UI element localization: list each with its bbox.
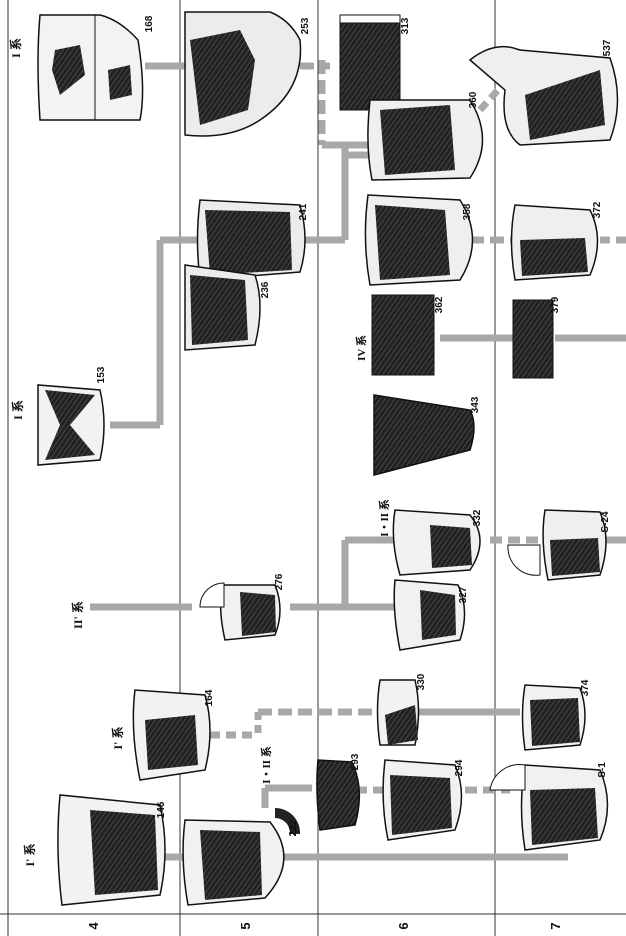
- vessel-outline: [372, 295, 434, 375]
- series-label: I・II 系: [377, 499, 391, 537]
- vessel-number: 372: [592, 201, 603, 218]
- series-label: I 系: [8, 38, 23, 58]
- vessel-294: 294: [383, 759, 465, 840]
- series-label: I' 系: [22, 843, 37, 866]
- vessel-decoration: [90, 810, 158, 895]
- vessel-decoration: [420, 590, 456, 640]
- vessel-253: 253: [185, 12, 311, 136]
- vessel-number: 168: [144, 15, 155, 32]
- vessel-343: 343: [374, 395, 481, 475]
- vessel-number: 374: [580, 679, 591, 696]
- vessel-358: 358: [365, 195, 473, 285]
- vessel-313: 313: [340, 15, 411, 110]
- vessel-sherd: [508, 545, 540, 575]
- vessel-372: 372: [512, 201, 604, 280]
- vessel-decoration: [375, 205, 450, 280]
- vessel-327: 327: [394, 580, 469, 650]
- vessel-outline: [513, 300, 553, 378]
- vessel-number: 360: [468, 91, 479, 108]
- vessel-276: 276: [200, 573, 285, 640]
- vessel-146: 146: [58, 795, 167, 905]
- vessel-332: 332: [393, 509, 483, 575]
- vessel-decoration: [530, 698, 580, 746]
- vessel-decoration: [240, 592, 276, 636]
- vessel-decoration: [390, 775, 452, 835]
- phase-labels: 4 5 6 7: [86, 922, 563, 930]
- vessel-number: 343: [470, 396, 481, 413]
- vessel-number: 146: [156, 801, 167, 818]
- vessel-decoration: [145, 715, 198, 770]
- vessel-374: 374: [523, 679, 592, 750]
- vessel-sherd: [200, 583, 224, 607]
- series-label: I' 系: [110, 726, 125, 749]
- vessel-241: 241: [198, 200, 310, 280]
- vessel-decoration: [530, 788, 598, 845]
- phase-label-7: 7: [548, 922, 563, 929]
- vessel-number: 293: [350, 753, 361, 770]
- vessel-number: 241: [298, 203, 309, 220]
- vessel-number: 294: [454, 759, 465, 776]
- vessel-293: 293: [317, 753, 361, 830]
- vessel-379: 379: [513, 296, 561, 378]
- vessel-number: 362: [434, 296, 445, 313]
- vessel-number: 379: [550, 296, 561, 313]
- vessel-decoration: [550, 538, 600, 576]
- series-label: I 系: [10, 400, 25, 420]
- vessel-number: 327: [458, 586, 469, 603]
- vessel-decoration: [190, 275, 248, 345]
- phase-label-4: 4: [86, 922, 101, 930]
- series-label: IV 系: [354, 335, 368, 361]
- vessel-number: 253: [300, 17, 311, 34]
- phase-label-5: 5: [238, 922, 253, 929]
- vessel-236: 236: [185, 265, 271, 350]
- vessel-decoration: [380, 105, 455, 175]
- vessel-decoration: [520, 238, 588, 276]
- vessel-number: 332: [472, 509, 483, 526]
- vessel-S24: S-24: [508, 510, 611, 580]
- vessel-number: 358: [462, 203, 473, 220]
- vessel-number: 236: [260, 281, 271, 298]
- vessel-362: 362: [372, 295, 445, 375]
- vessel-number: 153: [96, 366, 107, 383]
- vessel-153: 153: [38, 366, 107, 465]
- series-label: II' 系: [70, 601, 85, 629]
- vessel-168: 168: [38, 15, 155, 120]
- vessel-S1: S-1: [490, 762, 608, 850]
- vessel-number: 330: [416, 673, 427, 690]
- vessel-decoration: [430, 525, 472, 568]
- vessel-222: 222: [183, 808, 300, 905]
- phase-label-6: 6: [396, 922, 411, 929]
- vessel-number: 313: [400, 17, 411, 34]
- vessel-decoration: [205, 210, 292, 275]
- vessel-outline: [340, 15, 400, 110]
- vessel-decoration: [200, 830, 262, 900]
- vessel-164: 164: [133, 689, 215, 780]
- series-label: I・II 系: [259, 746, 273, 784]
- vessel-outline: [374, 395, 474, 475]
- vessel-number: 222: [288, 819, 299, 836]
- vessel-360: 360: [368, 91, 483, 180]
- vessel-decoration: [190, 30, 255, 125]
- vessel-number: S-24: [600, 511, 611, 533]
- vessel-rim: [340, 15, 400, 23]
- vessel-number: 537: [602, 39, 613, 56]
- vessel-number: S-1: [597, 762, 608, 778]
- vessel-number: 164: [204, 689, 215, 706]
- vessel-number: 276: [274, 573, 285, 590]
